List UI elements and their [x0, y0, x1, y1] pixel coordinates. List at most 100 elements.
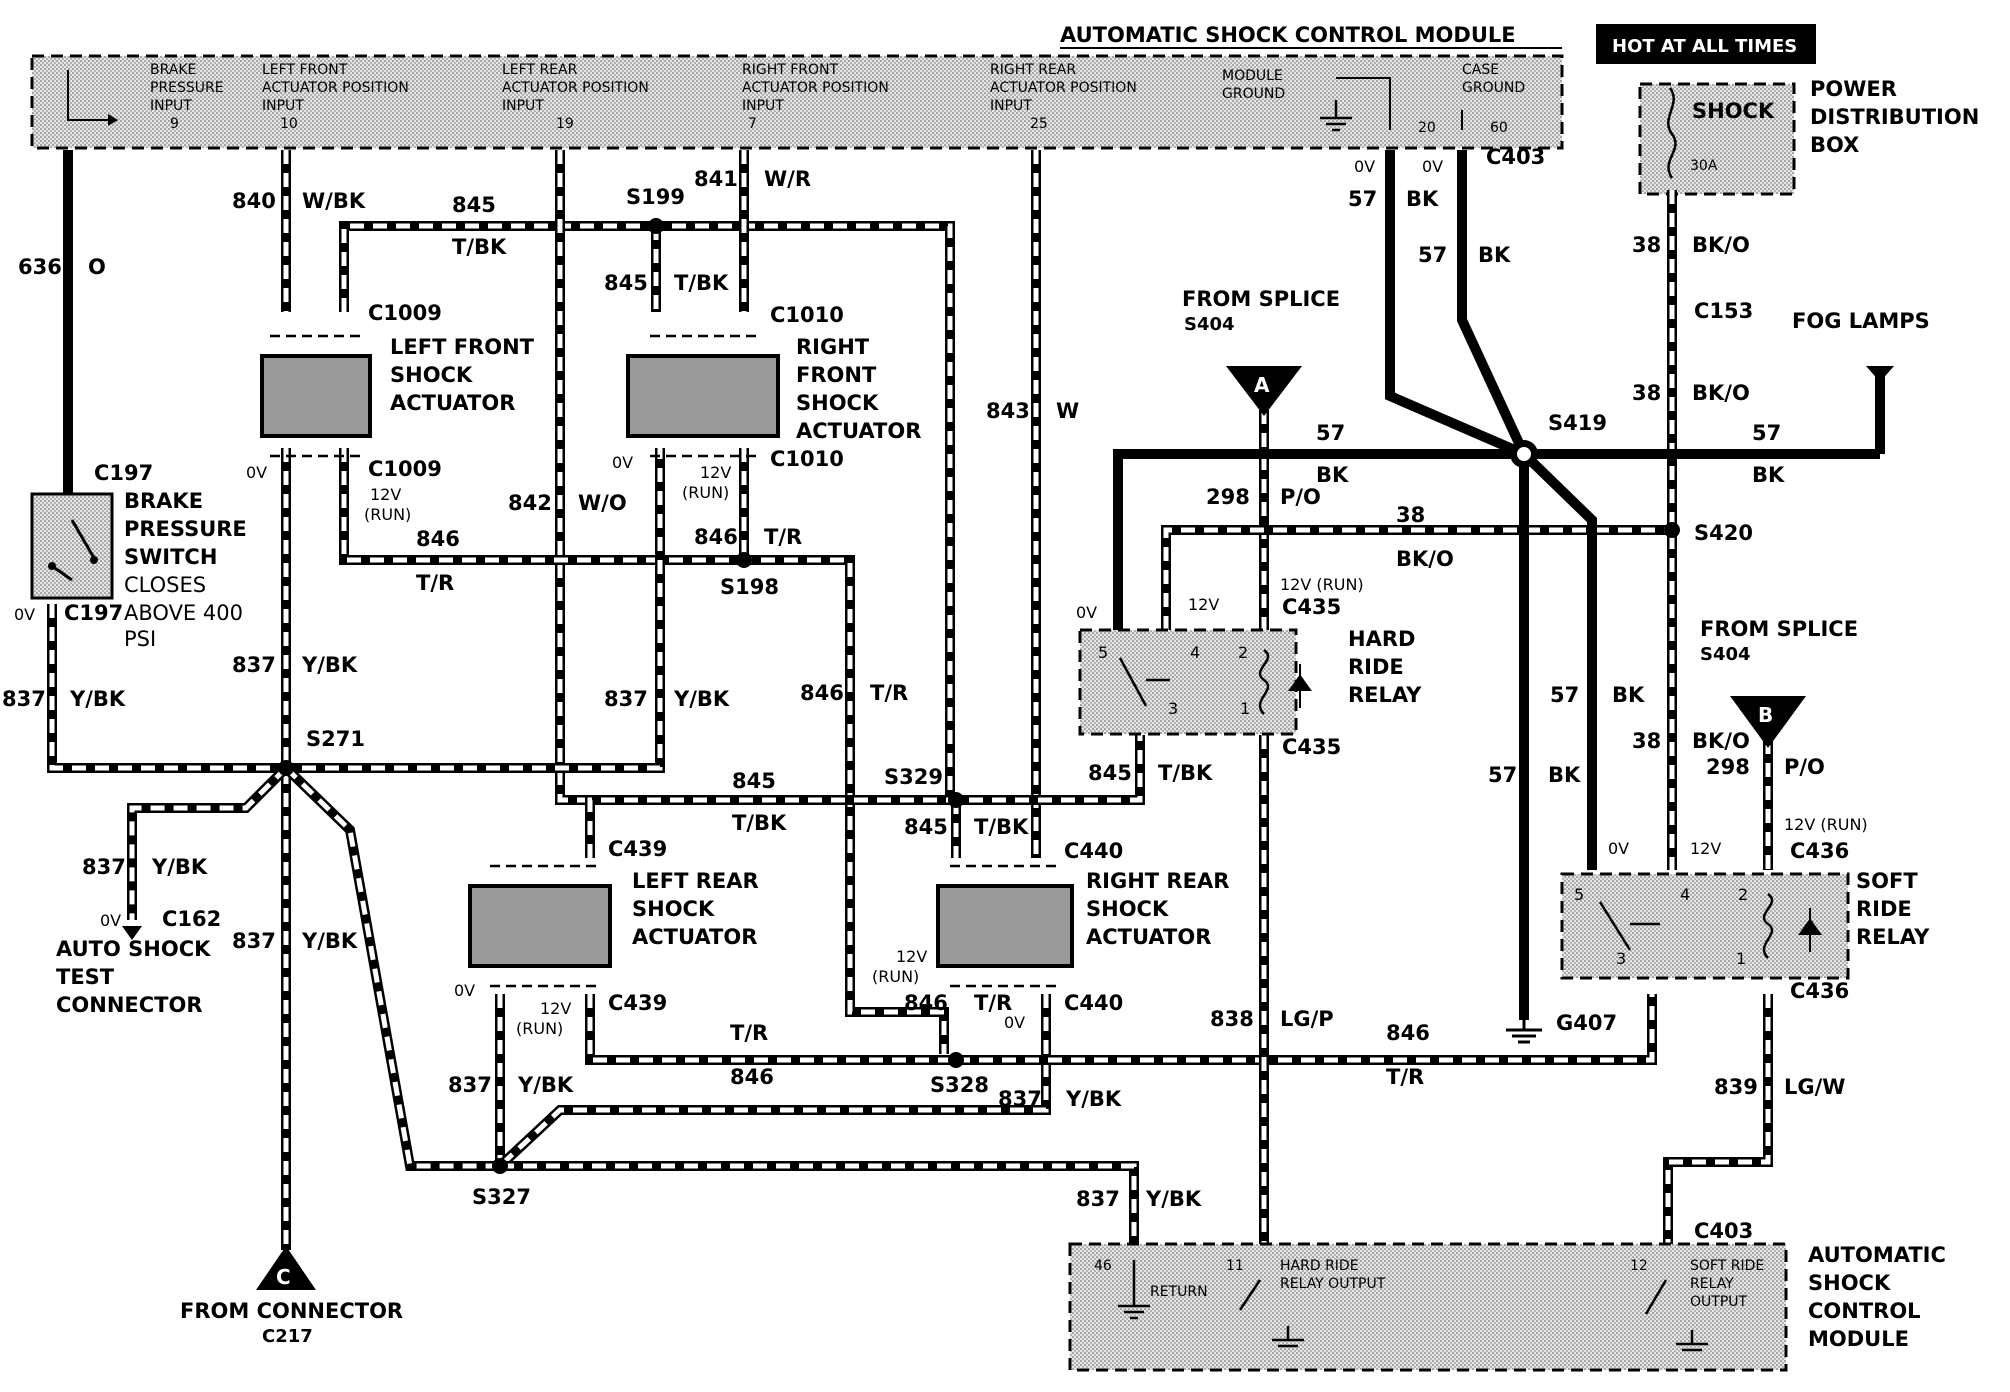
hard-relay-pin-3: 3: [1168, 699, 1178, 718]
svg-text:845: 845: [452, 193, 496, 217]
svg-text:SHOCK: SHOCK: [632, 897, 715, 921]
svg-text:845: 845: [904, 815, 948, 839]
bottom-hard-output-2: RELAY OUTPUT: [1280, 1276, 1386, 1292]
bottom-pin-11: 11: [1226, 1258, 1244, 1274]
pin-label-rr2: ACTUATOR POSITION: [990, 80, 1137, 96]
pin-label-rf2: ACTUATOR POSITION: [742, 80, 889, 96]
svg-text:BK: BK: [1406, 187, 1439, 211]
splice-s420: S420: [1694, 521, 1753, 545]
wire-label-38-mid: 38 BK/O: [1632, 381, 1750, 405]
brake-switch-pivot: [90, 556, 98, 564]
connector-c162: C162: [162, 907, 221, 931]
pin-number-7: 7: [748, 116, 757, 132]
svg-text:PSI: PSI: [124, 627, 156, 651]
svg-text:57: 57: [1752, 421, 1781, 445]
pin-number-19: 19: [556, 116, 574, 132]
svg-text:0V: 0V: [1076, 603, 1097, 622]
wire-label-38-top: 38 BK/O: [1632, 233, 1750, 257]
lf-actuator-body: [260, 354, 372, 438]
pin-number-25: 25: [1030, 116, 1048, 132]
svg-text:P/O: P/O: [1784, 755, 1825, 779]
svg-text:BK/O: BK/O: [1692, 233, 1750, 257]
svg-text:W/R: W/R: [764, 167, 811, 191]
svg-text:BK/O: BK/O: [1692, 381, 1750, 405]
brake-input-arrow-icon: [108, 114, 118, 126]
svg-text:P/O: P/O: [1280, 485, 1321, 509]
bottom-module-box: [1068, 1242, 1788, 1372]
svg-text:T/R: T/R: [764, 525, 802, 549]
soft-relay-pin-4: 4: [1680, 885, 1690, 904]
svg-text:T/BK: T/BK: [674, 271, 729, 295]
lr-actuator-body: [468, 884, 612, 968]
svg-text:T/R: T/R: [1386, 1065, 1424, 1089]
marker-b-icon: [1730, 696, 1806, 748]
power-box-title-3: BOX: [1810, 133, 1859, 157]
bottom-module-title: AUTOMATIC SHOCK CONTROL MODULE: [1808, 1243, 1946, 1351]
pin-label-lr2: ACTUATOR POSITION: [502, 80, 649, 96]
svg-text:0V: 0V: [14, 605, 35, 624]
svg-text:298: 298: [1706, 755, 1750, 779]
connector-c440-bottom: C440: [1064, 991, 1123, 1015]
connector-c1009-bottom: C1009: [368, 457, 442, 481]
wire-label-837-trunk: 837 Y/BK: [232, 929, 358, 953]
svg-text:Y/BK: Y/BK: [301, 929, 358, 953]
svg-text:ACTUATOR: ACTUATOR: [1086, 925, 1211, 949]
fog-lamps-arrow-icon: [1866, 366, 1894, 382]
bottom-soft-output-2: RELAY: [1690, 1276, 1734, 1292]
wire-label-57-hard: 57 BK: [1316, 421, 1349, 487]
svg-text:LG/W: LG/W: [1784, 1075, 1845, 1099]
wire-label-840: 840 W/BK: [232, 189, 366, 213]
pin-label-lr3: INPUT: [502, 98, 544, 114]
svg-text:W/O: W/O: [578, 491, 627, 515]
svg-text:12V: 12V: [700, 463, 731, 482]
svg-text:RELAY: RELAY: [1856, 925, 1930, 949]
svg-text:BK/O: BK/O: [1396, 547, 1454, 571]
svg-text:BK: BK: [1478, 243, 1511, 267]
top-module-box: [30, 54, 1564, 150]
svg-text:RIGHT: RIGHT: [796, 335, 870, 359]
wire-label-846-lr: T/R 846: [730, 1021, 774, 1089]
wire-label-837-brake: 837 Y/BK: [2, 687, 126, 711]
svg-text:0V: 0V: [1608, 839, 1629, 858]
marker-b: B: [1758, 703, 1773, 727]
svg-text:636: 636: [18, 255, 62, 279]
svg-text:12V: 12V: [1690, 839, 1721, 858]
hard-relay-pin-4: 4: [1190, 643, 1200, 662]
svg-text:ACTUATOR: ACTUATOR: [390, 391, 515, 415]
svg-text:C217: C217: [262, 1326, 313, 1347]
splice-s199: S199: [626, 185, 685, 209]
module-title: AUTOMATIC SHOCK CONTROL MODULE: [1060, 23, 1516, 47]
svg-text:FROM SPLICE: FROM SPLICE: [1182, 287, 1340, 311]
svg-text:PRESSURE: PRESSURE: [124, 517, 247, 541]
pin-number-20: 20: [1418, 120, 1436, 136]
splice-g407: G407: [1556, 1011, 1617, 1035]
svg-text:RIDE: RIDE: [1348, 655, 1404, 679]
svg-text:Y/BK: Y/BK: [301, 653, 358, 677]
hard-relay-coil: [1258, 648, 1270, 715]
pin-label-brake: BRAKE: [150, 62, 196, 78]
svg-text:38: 38: [1396, 503, 1425, 527]
bottom-pin-12: 12: [1630, 1258, 1648, 1274]
svg-text:837: 837: [232, 929, 276, 953]
svg-text:CLOSES: CLOSES: [124, 573, 206, 597]
svg-text:38: 38: [1632, 381, 1661, 405]
marker-c-icon: [256, 1246, 316, 1290]
pin-number-60: 60: [1490, 120, 1508, 136]
svg-text:840: 840: [232, 189, 276, 213]
wire-label-38-hard: 38 BK/O: [1396, 503, 1454, 571]
connector-c1009-top: C1009: [368, 301, 442, 325]
splice-s271: S271: [306, 727, 365, 751]
test-connector-icon: [122, 926, 142, 940]
wire-label-846-lf: 846 T/R: [416, 527, 460, 595]
power-box-title-1: POWER: [1810, 77, 1897, 101]
svg-text:BK: BK: [1316, 463, 1349, 487]
svg-text:FRONT: FRONT: [796, 363, 877, 387]
svg-text:SHOCK: SHOCK: [796, 391, 879, 415]
svg-text:846: 846: [694, 525, 738, 549]
svg-text:0V: 0V: [246, 463, 267, 482]
connector-c440-top: C440: [1064, 839, 1123, 863]
connector-c435-top: C435: [1282, 595, 1341, 619]
hard-relay-switch: [1118, 657, 1170, 707]
svg-text:T/R: T/R: [870, 681, 908, 705]
